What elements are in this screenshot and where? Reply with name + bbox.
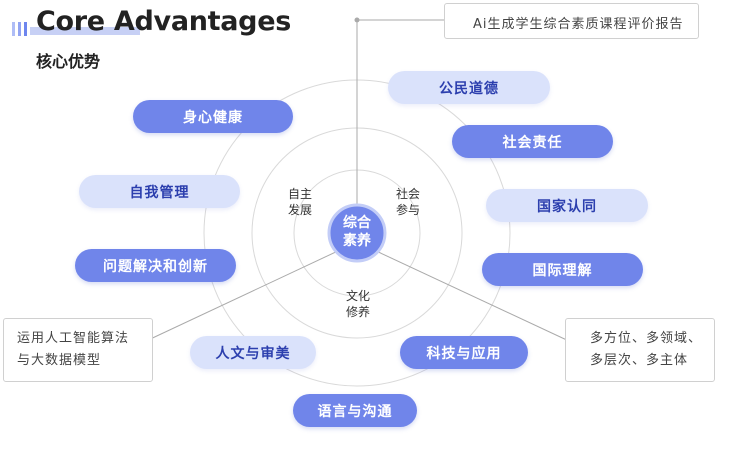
pill-problem-solving: 问题解决和创新 xyxy=(75,249,236,282)
inner-label-autonomy: 自主 发展 xyxy=(287,187,312,217)
pill-national-identity: 国家认同 xyxy=(486,189,648,222)
inner-label-culture: 文化 修养 xyxy=(345,289,370,319)
page-title: Core Advantages xyxy=(36,6,291,37)
pill-humanities-aesthetics: 人文与审美 xyxy=(190,336,316,369)
callout-report: Ai生成学生综合素质课程评价报告 xyxy=(444,3,699,39)
header-underline xyxy=(30,27,140,35)
pill-language-communication: 语言与沟通 xyxy=(293,394,417,427)
callout-ai-algorithm: 运用人工智能算法 与大数据模型 xyxy=(3,318,153,382)
center-node xyxy=(327,203,387,263)
connector-right xyxy=(373,249,572,343)
connector-top-dot xyxy=(354,17,360,23)
connector-left xyxy=(143,249,341,343)
callout-multidimensional: 多方位、多领域、 多层次、多主体 xyxy=(565,318,715,382)
inner-label-participation: 社会 参与 xyxy=(395,187,420,217)
center-label: 综合 素养 xyxy=(343,215,371,249)
pill-social-responsibility: 社会责任 xyxy=(452,125,613,158)
pill-civic-morality: 公民道德 xyxy=(388,71,550,104)
pill-physical-mental-health: 身心健康 xyxy=(133,100,293,133)
pill-international-understanding: 国际理解 xyxy=(482,253,643,286)
header-accent-bars xyxy=(12,22,36,36)
pill-technology-application: 科技与应用 xyxy=(400,336,528,369)
page-subtitle: 核心优势 xyxy=(36,52,101,71)
pill-self-management: 自我管理 xyxy=(79,175,240,208)
